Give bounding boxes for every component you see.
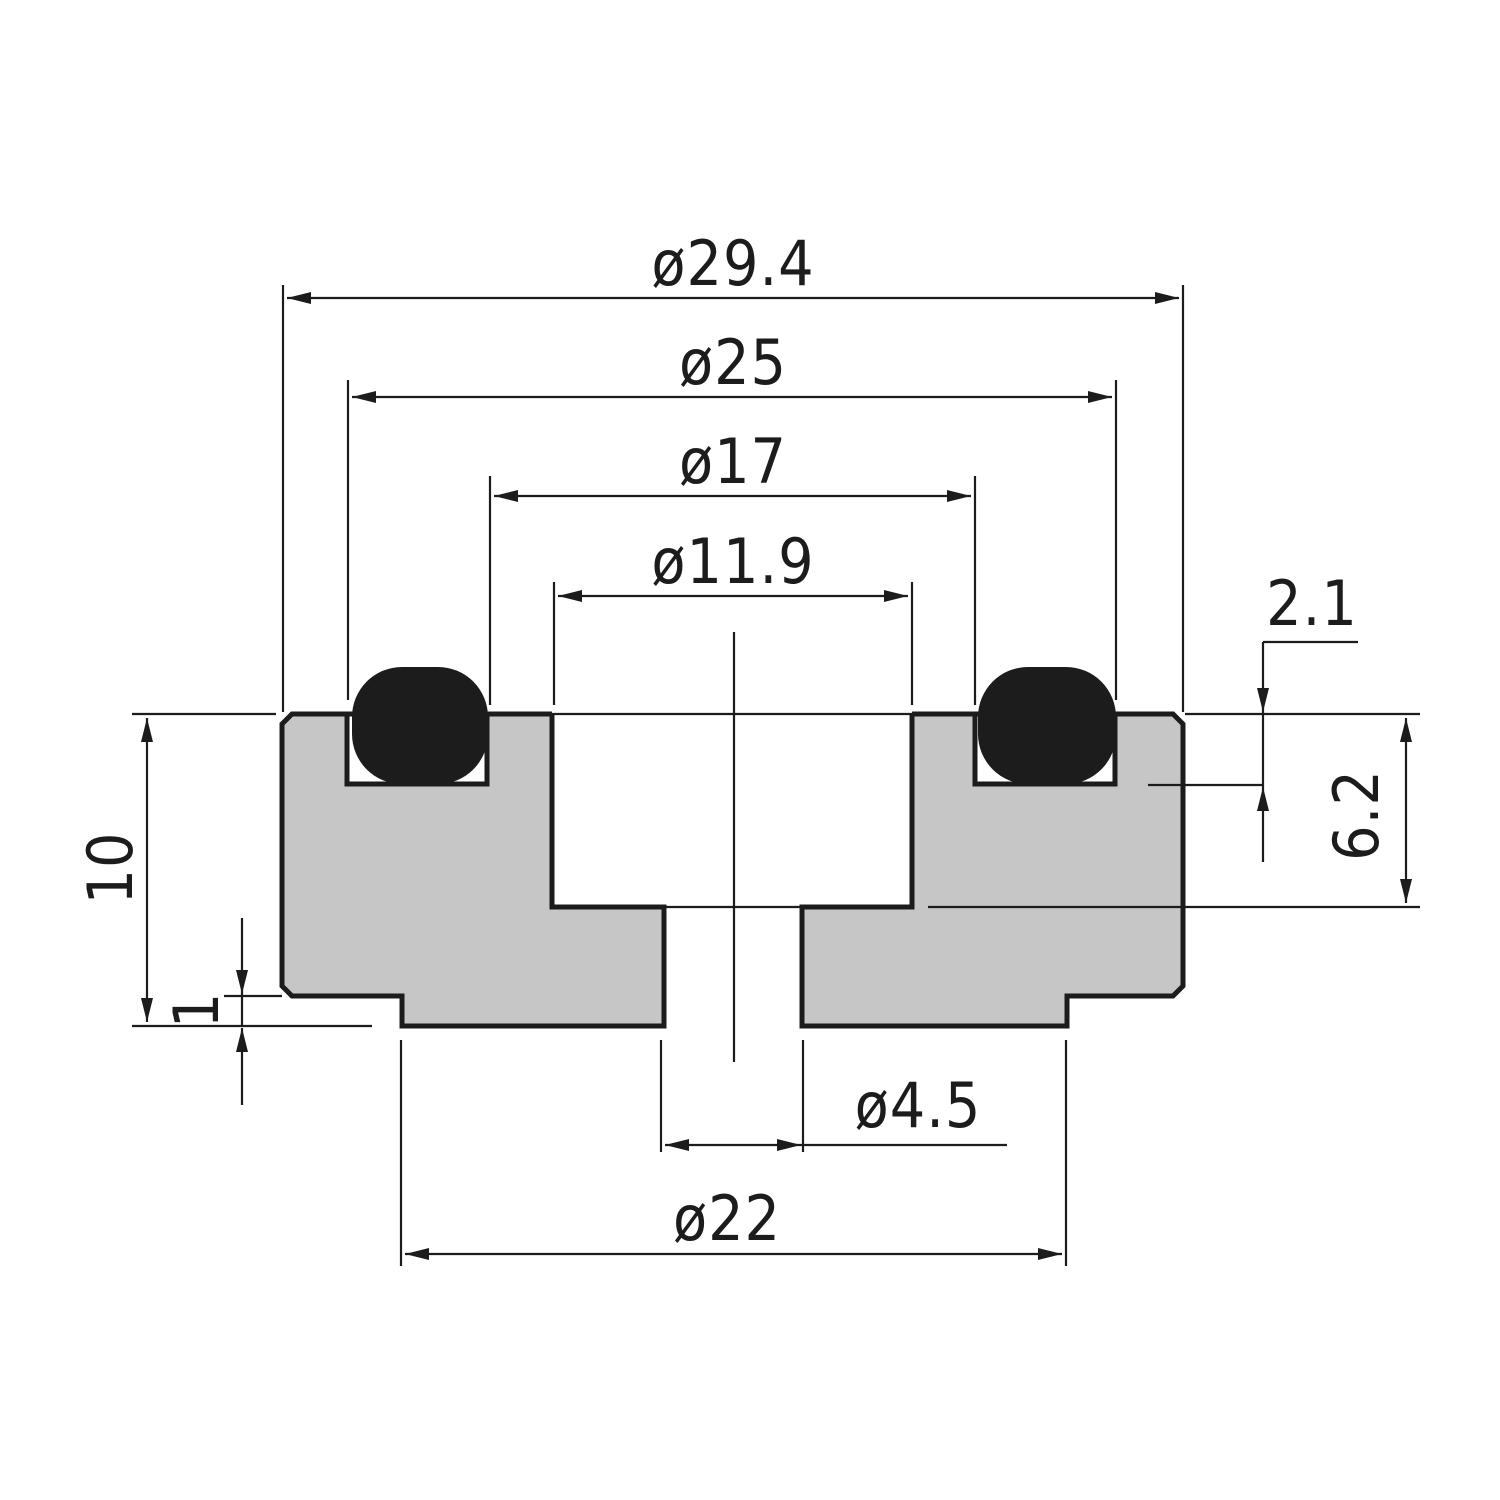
label-bore-depth: 6.2 bbox=[1320, 769, 1393, 861]
dimension-total-height: 10 bbox=[74, 712, 372, 1028]
body-right-half bbox=[802, 714, 1183, 1026]
label-total-height: 10 bbox=[74, 832, 147, 905]
dimension-oring-outer-diameter: ø25 bbox=[352, 326, 1112, 403]
dimension-bore-diameter: ø11.9 bbox=[558, 525, 908, 602]
label-outer-diameter: ø29.4 bbox=[651, 227, 814, 300]
extension-lines-top bbox=[281, 285, 1185, 712]
dimension-groove-depth: 2.1 bbox=[1148, 567, 1420, 862]
dimension-outer-diameter: ø29.4 bbox=[287, 227, 1179, 304]
body-section bbox=[279, 711, 1186, 1029]
label-groove-depth: 2.1 bbox=[1266, 567, 1358, 640]
dimension-base-diameter: ø22 bbox=[399, 1040, 1068, 1266]
label-bore-diameter: ø11.9 bbox=[651, 525, 814, 598]
dimension-bore-depth: 6.2 bbox=[928, 718, 1420, 909]
dimension-hole-diameter: ø4.5 bbox=[659, 1040, 1007, 1152]
label-hole-diameter: ø4.5 bbox=[855, 1069, 982, 1142]
dimension-step-height: 1 bbox=[160, 918, 282, 1105]
label-base-diameter: ø22 bbox=[673, 1182, 781, 1255]
orings bbox=[352, 667, 1116, 784]
label-step-height: 1 bbox=[160, 992, 233, 1028]
label-oring-inner-diameter: ø17 bbox=[679, 425, 787, 498]
oring-right bbox=[978, 667, 1116, 784]
oring-left bbox=[352, 667, 488, 784]
label-oring-outer-diameter: ø25 bbox=[679, 326, 787, 399]
body-left-half bbox=[282, 714, 664, 1026]
dimension-oring-inner-diameter: ø17 bbox=[494, 425, 971, 502]
